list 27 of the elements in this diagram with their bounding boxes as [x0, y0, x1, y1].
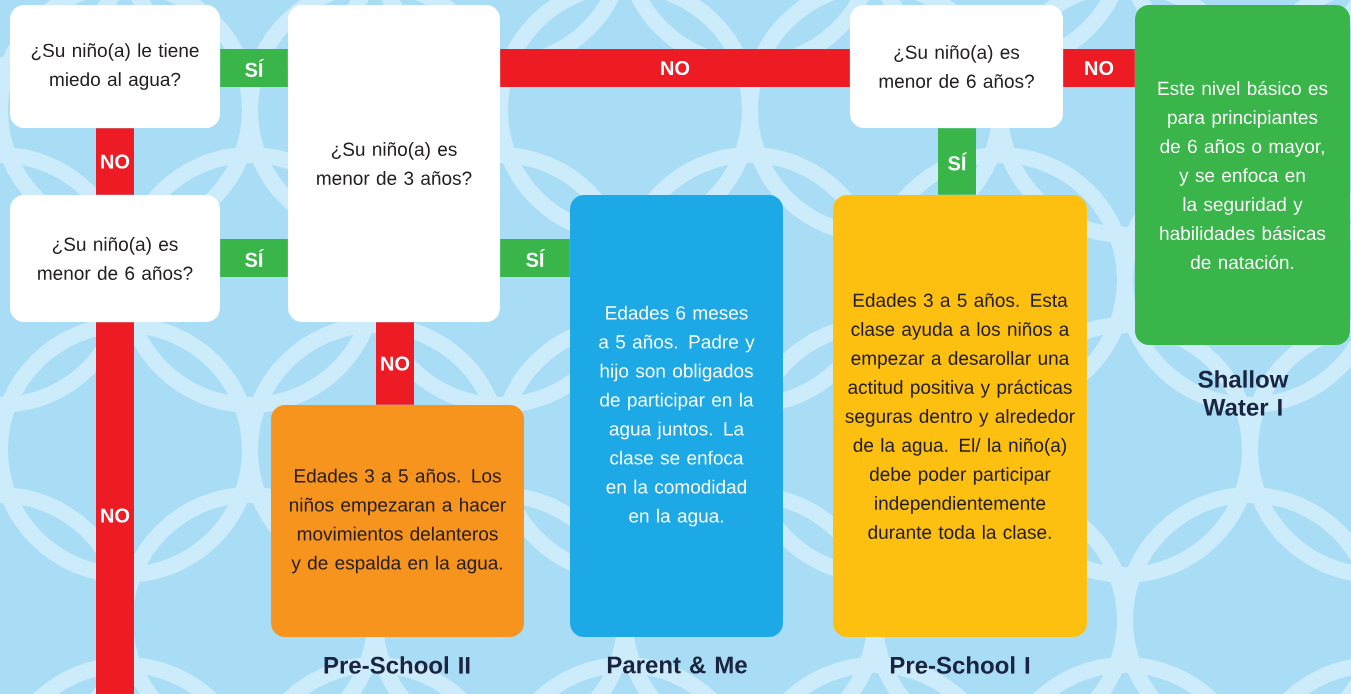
- question-box: ¿Su niño(a) le tiene miedo al agua?: [10, 5, 220, 128]
- edge-label: SÍ: [242, 247, 266, 269]
- class-name: Shallow Water I: [1198, 370, 1289, 416]
- edge-label: NO: [98, 506, 132, 525]
- connector-bar: [1063, 49, 1135, 87]
- connector-bar: [500, 49, 850, 87]
- class-card: Edades 6 meses a 5 años. Padre y hijo son obligados de participar en la agua juntos. La clase se enfoca en la comodidad en la agua.: [570, 195, 783, 637]
- class-name: Pre-School I: [890, 656, 1030, 674]
- connector-bar: [500, 239, 570, 277]
- connector-bar: [96, 128, 134, 195]
- class-card: Edades 3 a 5 años. Esta clase ayuda a los niños a empezar a desarollar una actitud positiva y prácticas seguras dentro y alrededor de la agua. El/ la niño(a) debe poder participar independientemente durante toda la clase.: [833, 195, 1087, 637]
- connector-bar: [96, 322, 134, 694]
- class-card: Edades 3 a 5 años. Los niños empezaran a hacer movimientos delanteros y de espalda en la agua.: [271, 405, 524, 637]
- connector-bar: [938, 128, 976, 195]
- question-box: ¿Su niño(a) es menor de 6 años?: [10, 195, 220, 322]
- class-name: Parent & Me: [607, 656, 747, 674]
- question-box: ¿Su niño(a) es menor de 3 años?: [288, 5, 500, 322]
- connector-bar: [376, 322, 414, 405]
- edge-label: NO: [98, 152, 132, 171]
- connector-bar: [220, 239, 288, 277]
- edge-label: NO: [378, 354, 412, 373]
- edge-label: SÍ: [523, 247, 547, 269]
- edge-label: SÍ: [242, 57, 266, 79]
- connector-bar: [220, 49, 288, 87]
- class-name: Pre-School II: [324, 656, 470, 674]
- class-card: Este nivel básico es para principiantes de 6 años o mayor, y se enfoca en la seguridad y habilidades básicas de natación.: [1135, 5, 1350, 345]
- question-box: ¿Su niño(a) es menor de 6 años?: [850, 5, 1063, 128]
